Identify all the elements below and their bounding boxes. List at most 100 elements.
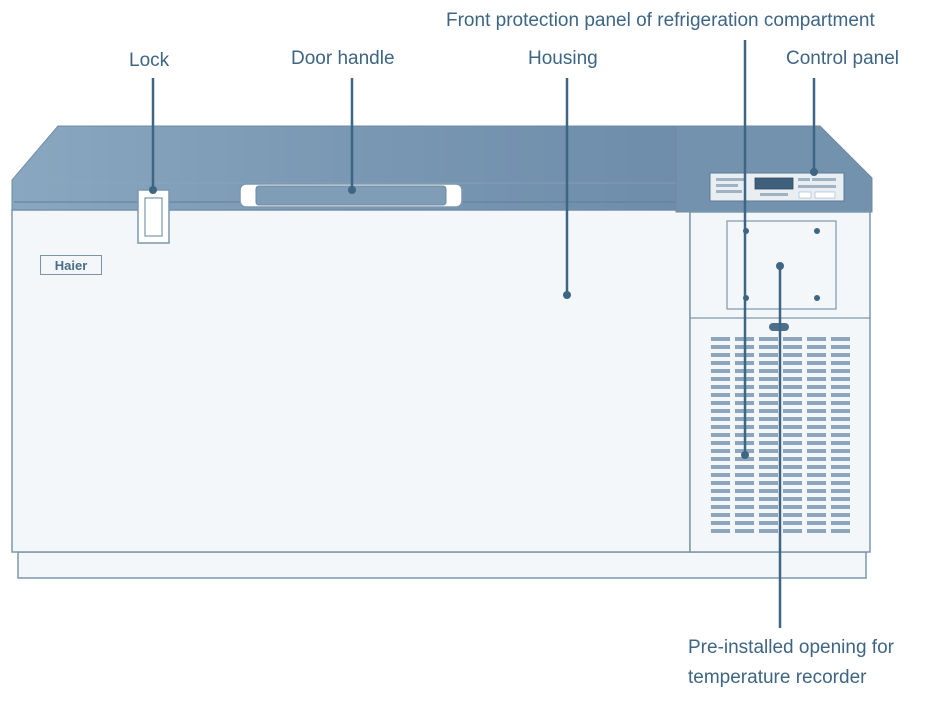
vent-slat (759, 489, 778, 493)
leader-control-panel-dot (810, 168, 818, 176)
leader-lock-dot (149, 186, 157, 194)
housing-body (11, 209, 691, 553)
vent-slat (735, 489, 754, 493)
vent-slat (759, 417, 778, 421)
vent-slat (735, 529, 754, 533)
vent-slat (783, 513, 802, 517)
vent-slat (711, 441, 730, 445)
label-housing: Housing (528, 48, 598, 69)
vent-slat (711, 505, 730, 509)
vent-slat (831, 377, 850, 381)
vent-slat (783, 353, 802, 357)
vent-slat (759, 497, 778, 501)
vent-slat (759, 385, 778, 389)
vent-slat (807, 457, 826, 461)
vent-slat (759, 433, 778, 437)
vent-slat (783, 457, 802, 461)
screw (814, 295, 820, 301)
vent-slat (711, 457, 730, 461)
vent-slat (711, 497, 730, 501)
lock (137, 189, 170, 244)
vent-slat (807, 337, 826, 341)
vent-slat (711, 433, 730, 437)
vent-slat (759, 369, 778, 373)
vent-slat (711, 337, 730, 341)
vent-slat (783, 465, 802, 469)
vent-slat (735, 457, 754, 461)
vent-slat (783, 377, 802, 381)
vent-slat (759, 521, 778, 525)
vent-slat (807, 465, 826, 469)
vent-slat (711, 449, 730, 453)
vent-slat (735, 521, 754, 525)
vent-slat (783, 521, 802, 525)
leader-housing-dot (563, 291, 571, 299)
vent-slat (759, 353, 778, 357)
vent-slat (759, 409, 778, 413)
vent-slat (783, 369, 802, 373)
vent-slat (711, 513, 730, 517)
vent-slat (783, 409, 802, 413)
vent-slat (807, 529, 826, 533)
vent-slat (759, 401, 778, 405)
label-front-panel: Front protection panel of refrigeration … (446, 10, 875, 31)
vent-slat (831, 361, 850, 365)
vent-slat (807, 385, 826, 389)
vent-slat (807, 521, 826, 525)
vent-slat (783, 385, 802, 389)
vent-slat (711, 521, 730, 525)
vent-slat (831, 521, 850, 525)
vent-slat (711, 401, 730, 405)
vent-slat (759, 441, 778, 445)
vent-slat (783, 497, 802, 501)
vent-slat (711, 409, 730, 413)
leader-door-handle-dot (348, 186, 356, 194)
vent-slat (807, 361, 826, 365)
vent-slat (807, 441, 826, 445)
vent-slat (735, 497, 754, 501)
vent-slat (759, 337, 778, 341)
vent-slat (783, 345, 802, 349)
leader-opening-dot (776, 262, 784, 270)
vent-slat (807, 505, 826, 509)
vent-slat (759, 393, 778, 397)
vent-slat (711, 481, 730, 485)
vent-slat (831, 385, 850, 389)
vent-slat (783, 481, 802, 485)
vent-slat (807, 449, 826, 453)
vent-slat (783, 441, 802, 445)
vent-slat (759, 457, 778, 461)
vent-slat (807, 377, 826, 381)
vent-slat (807, 433, 826, 437)
vent-slat (735, 505, 754, 509)
vent-slat (831, 409, 850, 413)
vent-slat (831, 449, 850, 453)
vent-slat (711, 473, 730, 477)
vent-slat (759, 465, 778, 469)
base-plinth (17, 551, 867, 579)
vent-slat (783, 417, 802, 421)
vent-slat (807, 489, 826, 493)
vent-slat (759, 377, 778, 381)
vent-slat (711, 529, 730, 533)
vent-slat (831, 441, 850, 445)
vent-slat (807, 497, 826, 501)
vent-slat (783, 449, 802, 453)
vent-slat (759, 449, 778, 453)
vent-slat (711, 385, 730, 389)
vent-slat (783, 361, 802, 365)
vent-slat (807, 401, 826, 405)
vent-slat (783, 473, 802, 477)
vent-slat (831, 473, 850, 477)
vent-slat (711, 465, 730, 469)
brand-logo: Haier (40, 255, 102, 275)
vent-slat (807, 369, 826, 373)
vent-slat (783, 425, 802, 429)
vent-slat (759, 505, 778, 509)
vent-slat (807, 393, 826, 397)
vent-slat (711, 377, 730, 381)
vent-slat (831, 433, 850, 437)
vent-slat (759, 361, 778, 365)
leader-front-panel-dot (741, 451, 749, 459)
vent-slat (735, 465, 754, 469)
